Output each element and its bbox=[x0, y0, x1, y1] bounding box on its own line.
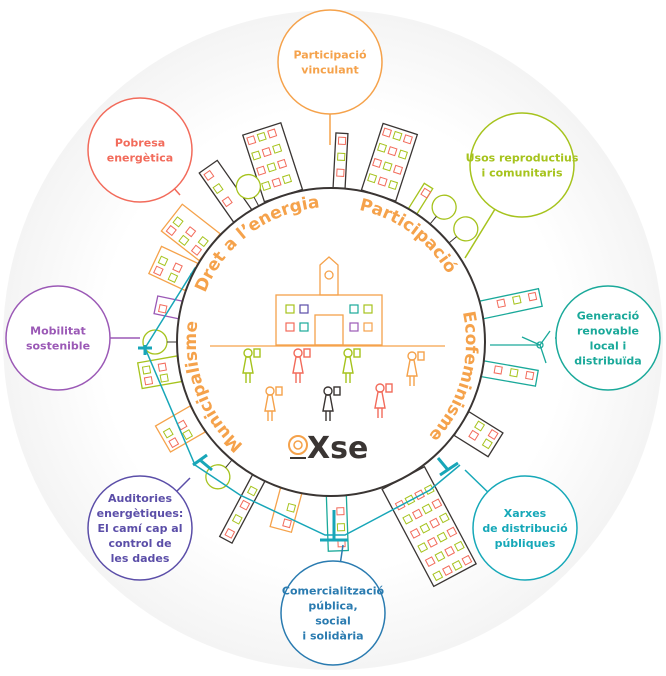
bubble-circle bbox=[87, 97, 193, 203]
bubble-label-line: energètiques: bbox=[97, 507, 184, 520]
connector-line bbox=[176, 477, 191, 492]
connector-line bbox=[339, 544, 344, 562]
bubble-label-line: sostenible bbox=[26, 340, 90, 353]
bubble-label-line: Usos reproductius bbox=[466, 152, 579, 165]
person-icon bbox=[374, 383, 393, 418]
person-icon bbox=[292, 348, 311, 383]
bubble-label-line: Xarxes bbox=[504, 507, 547, 520]
bubble-circle bbox=[472, 475, 578, 581]
person-icon bbox=[242, 348, 261, 383]
bubble-xarxes-distribucio: Xarxes de distribució públiques bbox=[464, 469, 578, 581]
bubble-label-line: les dades bbox=[111, 552, 170, 565]
bubble-auditories-energetiques: Auditories energètiques: El camí cap al con… bbox=[87, 475, 193, 581]
building-icon bbox=[325, 494, 349, 552]
bubble-circle bbox=[469, 112, 575, 218]
building-icon bbox=[147, 245, 199, 292]
bubble-participacio-vinculant: Participació vinculant bbox=[277, 9, 383, 145]
bubble-circle bbox=[555, 285, 661, 391]
connector-line bbox=[464, 208, 496, 259]
xse-logo: Xse bbox=[288, 431, 368, 466]
wind-turbine-icon bbox=[490, 330, 551, 364]
bubble-label-line: Generació bbox=[577, 310, 640, 323]
bubble-label-line: renovable bbox=[577, 325, 639, 338]
building-icon bbox=[153, 295, 184, 320]
person-icon bbox=[406, 351, 425, 386]
tree-icon bbox=[205, 459, 233, 490]
bubble-circle bbox=[5, 285, 111, 391]
bubble-mobilitat-sostenible: Mobilitat sostenible bbox=[5, 285, 140, 391]
bubble-label-line: social bbox=[315, 615, 351, 628]
bubble-generacio-renovable: Generació renovable local i distribuïda bbox=[555, 285, 661, 391]
bubble-circle bbox=[87, 475, 193, 581]
tree-icon bbox=[235, 173, 262, 207]
bubble-usos-reproductius: Usos reproductius i comunitaris bbox=[464, 112, 579, 259]
tree-icon bbox=[429, 194, 457, 225]
bubble-label-line: vinculant bbox=[301, 64, 358, 77]
building-icon bbox=[332, 132, 349, 190]
person-icon bbox=[342, 348, 361, 383]
bubble-label-line: i solidària bbox=[302, 630, 363, 643]
bubble-comercialitzacio: Comercialització pública, social i solidàri… bbox=[280, 544, 386, 666]
bubble-circle bbox=[277, 9, 383, 115]
bubble-circle bbox=[280, 560, 386, 666]
building-icon bbox=[136, 355, 183, 390]
bubble-label-line: pública, bbox=[308, 600, 357, 613]
bubble-label-line: públiques bbox=[495, 537, 556, 550]
bubble-pobresa-energetica: Pobresa energètica bbox=[87, 97, 193, 203]
connector-line bbox=[173, 188, 181, 196]
bubble-label-line: control de bbox=[108, 537, 171, 550]
town-hall-illustration bbox=[210, 256, 445, 347]
building-icon bbox=[360, 122, 419, 202]
bubble-label-line: de distribució bbox=[482, 522, 568, 535]
logo-text: Xse bbox=[307, 431, 368, 466]
bubble-label-line: Pobresa bbox=[115, 137, 165, 150]
bubble-label-line: Participació bbox=[293, 49, 367, 62]
bubble-label-line: i comunitaris bbox=[482, 167, 563, 180]
people-illustration bbox=[242, 348, 425, 421]
bubble-label-line: El camí cap al bbox=[98, 522, 183, 535]
bubble-label-line: Comercialització bbox=[282, 585, 385, 598]
logo-mark-icon bbox=[288, 435, 308, 455]
tree-icon bbox=[448, 216, 479, 244]
bubble-label-line: Auditories bbox=[108, 492, 172, 505]
connector-line bbox=[464, 469, 489, 493]
central-circle bbox=[176, 187, 486, 497]
bubble-label-line: distribuïda bbox=[574, 355, 641, 368]
bubble-label-line: energètica bbox=[107, 152, 173, 165]
person-icon bbox=[322, 386, 341, 421]
bubble-label-line: local i bbox=[590, 340, 627, 353]
bubble-label-line: Mobilitat bbox=[30, 325, 86, 338]
person-icon bbox=[264, 386, 283, 421]
